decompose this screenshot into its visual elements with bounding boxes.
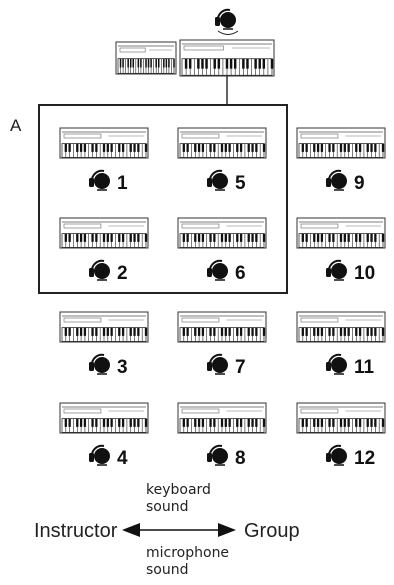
student-headphone-12-icon — [326, 446, 347, 465]
instructor-keyboard-icon — [180, 40, 274, 76]
group-a-box — [38, 104, 288, 294]
station-number-4: 4 — [117, 448, 128, 469]
student-headphone-11-icon — [326, 355, 347, 374]
instructor-headphone-icon — [215, 10, 236, 29]
station-number-12: 12 — [354, 448, 375, 469]
legend-target-label: Group — [244, 520, 300, 543]
student-keyboard-3-icon — [60, 312, 148, 342]
station-number-7: 7 — [235, 357, 246, 378]
instructor-console-icon — [116, 42, 176, 74]
station-number-11: 11 — [354, 357, 375, 378]
student-keyboard-8-icon — [178, 403, 266, 433]
student-keyboard-7-icon — [178, 312, 266, 342]
student-headphone-8-icon — [207, 446, 228, 465]
legend-above-caption: keyboard sound — [146, 482, 211, 516]
student-headphone-7-icon — [207, 355, 228, 374]
student-keyboard-9-icon — [297, 128, 385, 158]
bidirectional-arrow-icon — [122, 523, 236, 537]
student-keyboard-4-icon — [60, 403, 148, 433]
station-number-8: 8 — [235, 448, 246, 469]
student-headphone-4-icon — [89, 446, 110, 465]
legend-below-caption: microphone sound — [146, 545, 229, 579]
student-keyboard-12-icon — [297, 403, 385, 433]
student-keyboard-10-icon — [297, 218, 385, 248]
group-a-label: A — [10, 116, 21, 136]
headphone-cord — [218, 31, 238, 35]
station-number-10: 10 — [354, 263, 375, 284]
student-keyboard-11-icon — [297, 312, 385, 342]
student-headphone-10-icon — [326, 261, 347, 280]
student-headphone-9-icon — [326, 171, 347, 190]
student-headphone-3-icon — [89, 355, 110, 374]
station-number-9: 9 — [354, 173, 365, 194]
legend-source-label: Instructor — [34, 520, 117, 543]
station-number-3: 3 — [117, 357, 128, 378]
